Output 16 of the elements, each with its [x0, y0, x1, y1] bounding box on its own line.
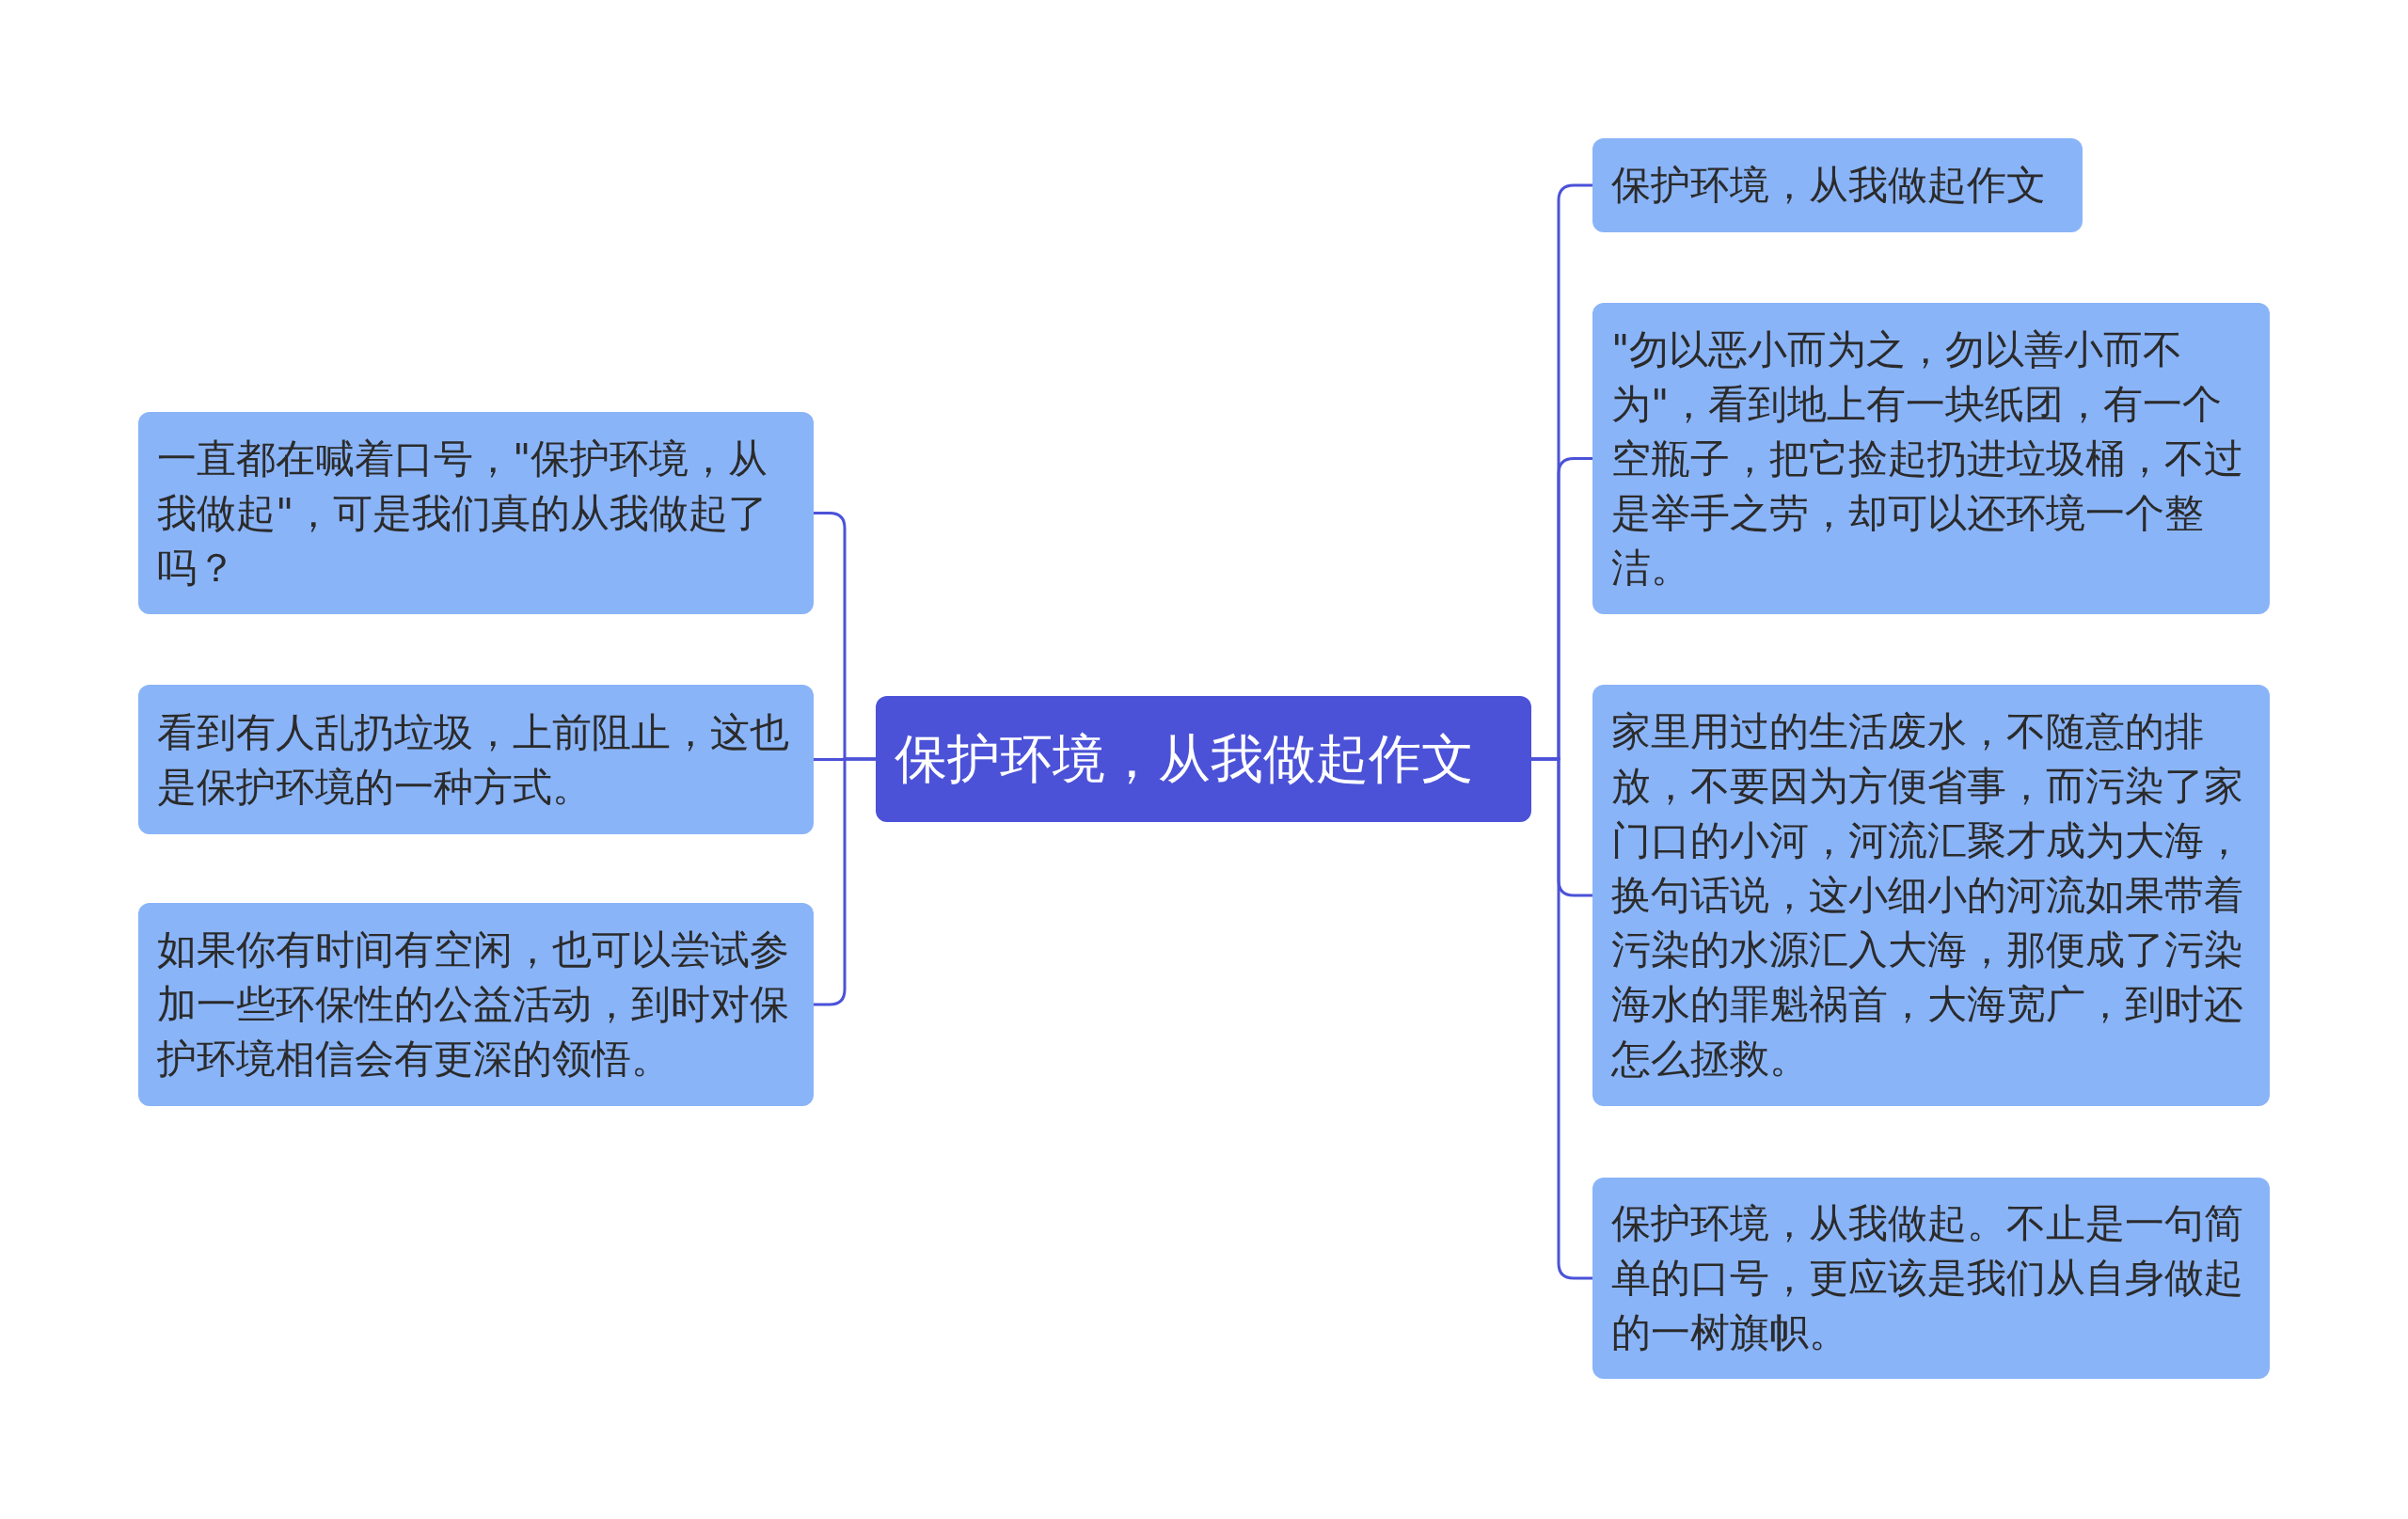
subtopic-text: 一直都在喊着口号，"保护环境，从我做起"，可是我们真的从我做起了吗？: [157, 434, 769, 593]
subtopic-box: [1592, 1178, 2270, 1379]
subtopic-text: 保护环境，从我做起作文: [1611, 161, 2046, 210]
subtopic-box: [138, 685, 814, 834]
subtopic-box: [138, 412, 814, 614]
subtopic-box: [1592, 138, 2083, 232]
subtopic-text: "勿以恶小而为之，勿以善小而不为"，看到地上有一块纸团，有一个空瓶子，把它捡起扔进垃圾桶，不过是举手之劳，却可以还环境一个整洁。: [1611, 324, 2244, 593]
subtopic-box: [1592, 303, 2270, 614]
topic-box: [876, 696, 1531, 822]
subtopic-box: [138, 903, 814, 1106]
subtopic-text: 保护环境，从我做起。不止是一句简单的口号，更应该是我们从自身做起的一树旗帜。: [1611, 1199, 2244, 1357]
subtopic-text: 如果你有时间有空闲，也可以尝试参加一些环保性的公益活动，到时对保护环境相信会有更深的领悟。: [157, 926, 790, 1084]
subtopic-text: 看到有人乱扔垃圾，上前阻止，这也是保护环境的一种方式。: [157, 707, 790, 812]
topic-text: 保护环境，从我做起作文: [895, 732, 1474, 786]
subtopic-text: 家里用过的生活废水，不随意的排放，不要因为方便省事，而污染了家门口的小河，河流汇聚才成为大海，换句话说，这小细小的河流如果带着污染的水源汇入大海，那便成了污染海水的罪魁祸首，大海宽广，到时还怎么拯救。: [1611, 707, 2244, 1084]
subtopic-box: [1592, 685, 2270, 1106]
